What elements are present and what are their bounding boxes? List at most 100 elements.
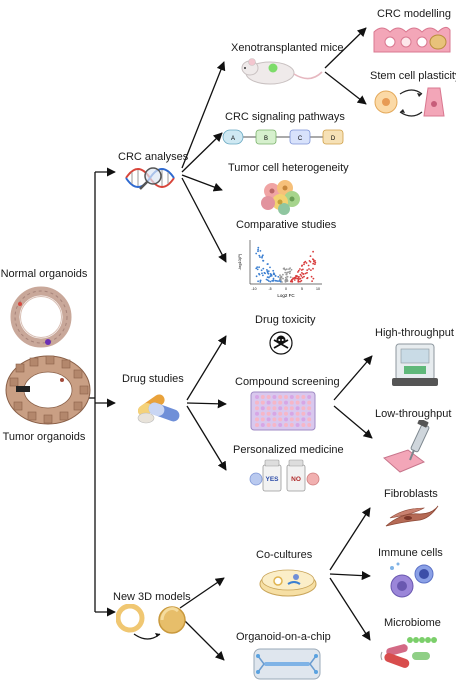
pipette-plate-icon (383, 420, 430, 473)
volcano-down-point (266, 270, 269, 273)
volcano-ns-point (282, 267, 285, 270)
volcano-up-point (302, 273, 304, 275)
new-3d-models-label: New 3D models (113, 591, 191, 603)
arrow-immune (329, 571, 371, 581)
volcano-down-point (255, 275, 258, 278)
volcano-ns-point (282, 273, 284, 276)
volcano-ns-point (285, 268, 288, 271)
arrow-screening (186, 399, 227, 409)
volcano-up-point (304, 272, 307, 275)
plate-well (260, 406, 265, 411)
volcano-up-point (310, 269, 312, 271)
plate-well (272, 411, 277, 416)
plate-well (266, 423, 271, 427)
microbiome-icon (380, 637, 437, 668)
volcano-down-point (267, 263, 269, 265)
crc-signaling-label: CRC signaling pathways (225, 111, 345, 123)
volcano-up-point (303, 263, 305, 266)
volcano-down-point (256, 268, 259, 271)
volcano-up-point (297, 271, 299, 273)
volcano-down-point (269, 280, 272, 283)
xenotransplanted-mice-label: Xenotransplanted mice (231, 42, 344, 54)
plate-well (278, 395, 283, 399)
volcano-tick-1: -5 (268, 287, 271, 291)
plate-well (295, 411, 300, 416)
plate-well (284, 417, 288, 422)
chip-icon (253, 648, 321, 680)
volcano-ns-point (284, 269, 287, 271)
volcano-up-point (312, 262, 315, 265)
plate-well (278, 406, 283, 411)
volcano-down-point (259, 281, 262, 283)
co-cultures-label: Co-cultures (256, 549, 313, 561)
volcano-up-point (304, 260, 307, 263)
plate-well (255, 400, 259, 405)
plate-well (255, 423, 259, 427)
plate-well (284, 395, 288, 399)
arrow-xeno (181, 61, 226, 169)
volcano-up-point (299, 273, 302, 276)
plate-well (295, 417, 300, 422)
volcano-up-point (293, 279, 296, 281)
volcano-ns-point (290, 268, 293, 271)
volcano-down-point (257, 246, 260, 249)
plate-well (260, 400, 265, 405)
stem-cell-plasticity-icon (374, 87, 445, 117)
plate-well (284, 423, 288, 427)
crc-analyses-label: CRC analyses (118, 151, 189, 163)
volcano-down-point (272, 277, 275, 280)
volcano-up-point (296, 275, 299, 278)
arrow-comparative (181, 177, 227, 263)
volcano-up-point (297, 277, 300, 279)
stem-cell-plasticity-label: Stem cell plasticity (370, 70, 456, 82)
volcano-ns-point (279, 277, 282, 280)
volcano-up-point (300, 279, 303, 282)
volcano-down-point (269, 275, 272, 278)
volcano-up-point (312, 267, 314, 270)
volcano-ns-point (287, 271, 290, 273)
organoid-on-chip-label: Organoid-on-a-chip (236, 631, 331, 643)
plate-well (278, 417, 283, 422)
volcano-down-point (258, 266, 260, 269)
volcano-down-point (275, 280, 278, 282)
crc-modelling-label: CRC modelling (377, 8, 451, 20)
fibroblast-icon (385, 505, 439, 527)
volcano-ns-point (284, 271, 287, 274)
volcano-up-point (299, 277, 302, 280)
volcano-ns-point (288, 272, 291, 275)
volcano-down-point (258, 254, 261, 257)
volcano-up-point (300, 275, 303, 277)
drug-toxicity-label: Drug toxicity (255, 314, 316, 326)
mouse-icon (241, 58, 323, 85)
personalized-bottles-icon: YES NO (249, 459, 320, 492)
volcano-ns-point (282, 277, 284, 280)
volcano-up-point (301, 264, 303, 267)
robot-screener-icon (392, 343, 438, 386)
volcano-down-point (272, 269, 275, 272)
tumor-heterogeneity-label: Tumor cell heterogeneity (228, 162, 349, 174)
plate-well (255, 417, 259, 422)
plate-well (295, 395, 300, 399)
plate-well (307, 423, 312, 427)
volcano-down-point (265, 278, 268, 281)
plate-well (260, 423, 265, 427)
volcano-ns-point (289, 267, 291, 269)
arrow-cocultures (179, 577, 225, 609)
dna-magnifier-icon (125, 167, 175, 190)
plate-well (255, 395, 259, 399)
volcano-up-point (302, 268, 304, 271)
pathway-node-a: A (231, 136, 235, 142)
volcano-up-point (303, 275, 305, 278)
volcano-ns-point (286, 279, 288, 281)
arrow-low (333, 405, 373, 439)
volcano-down-point (260, 269, 263, 272)
fibroblasts-label: Fibroblasts (384, 488, 438, 500)
pathway-node-d: D (331, 136, 336, 142)
plate-well (301, 400, 306, 405)
volcano-down-point (257, 280, 259, 283)
plate-well (272, 406, 277, 411)
volcano-up-point (312, 250, 314, 253)
arrow-toxicity (186, 335, 227, 401)
plate-well (255, 411, 259, 416)
volcano-up-point (311, 280, 313, 282)
